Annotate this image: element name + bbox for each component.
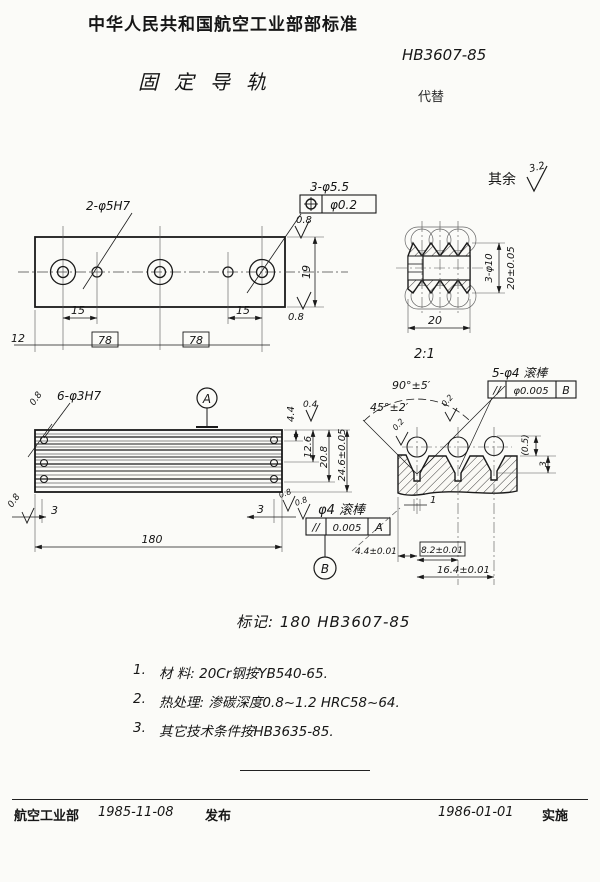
standard-code: HB3607-85 bbox=[402, 46, 487, 64]
footer-line bbox=[12, 799, 588, 800]
other-surfaces-label: 其余 bbox=[488, 171, 516, 188]
dim-depth-246: 24.6±0.05 bbox=[337, 429, 348, 482]
dim-angle-90: 90°±5′ bbox=[392, 379, 431, 392]
dim-height-19: 19 bbox=[300, 265, 313, 279]
roughness-rail-br2: 0.8 bbox=[294, 495, 309, 508]
dim-edge-12: 12 bbox=[11, 332, 25, 345]
groove-detail-view bbox=[362, 380, 577, 585]
roughness-top: 0.8 bbox=[296, 215, 312, 226]
rail-side-view bbox=[12, 387, 401, 580]
note-1-number: 1. bbox=[133, 662, 146, 678]
other-surfaces-roughness: 3.2 bbox=[528, 160, 546, 175]
dim-44-001: 4.4±0.01 bbox=[355, 547, 397, 557]
parallelism-frame-b bbox=[487, 380, 577, 399]
fcf-b-datum: B bbox=[562, 384, 570, 397]
roughness-04: 0.4 bbox=[303, 400, 318, 410]
note-2-text: 热处理: 渗碳深度0.8~1.2 HRC58~64. bbox=[159, 695, 400, 711]
roughness-rail-br1: 0.8 bbox=[278, 487, 293, 500]
dim-end-left-3: 3 bbox=[51, 504, 58, 517]
note-3-number: 3. bbox=[133, 720, 146, 736]
dim-pitch-right: 15 bbox=[236, 304, 250, 317]
roughness-02-right: 0.2 bbox=[440, 393, 455, 408]
separator-line bbox=[240, 770, 370, 771]
note-3: 3. 其它技术条件按HB3635-85. bbox=[133, 720, 400, 740]
dim-depth-44: 4.4 bbox=[286, 406, 297, 422]
fcf-b-tolerance: φ0.005 bbox=[513, 386, 548, 397]
parallelism-frame-a bbox=[305, 517, 391, 536]
footer-org: 航空工业部 bbox=[14, 809, 80, 824]
callout-rail-holes: 6-φ3H7 bbox=[57, 389, 102, 403]
footer-release-label: 发布 bbox=[205, 809, 232, 824]
roughness-rail-top-left: 0.8 bbox=[28, 390, 45, 408]
fcf-b-symbol: // bbox=[492, 384, 502, 397]
note-1: 1. 材 料: 20Cr钢按YB540-65. bbox=[133, 662, 400, 682]
roller-note-a: φ4 滚棒 bbox=[318, 503, 367, 518]
roughness-rail-bottom-left: 0.8 bbox=[6, 492, 23, 510]
note-1-text: 材 料: 20Cr钢按YB540-65. bbox=[159, 666, 328, 682]
dim-depth-3: 3 bbox=[539, 461, 549, 467]
position-tolerance-frame bbox=[299, 194, 377, 214]
note-2: 2. 热处理: 渗碳深度0.8~1.2 HRC58~64. bbox=[133, 691, 400, 711]
dim-gap-05: (0.5) bbox=[521, 434, 531, 455]
datum-b-letter: B bbox=[321, 562, 329, 576]
marking-designation: 标记: 180 HB3607-85 bbox=[236, 613, 411, 631]
note-2-number: 2. bbox=[133, 691, 146, 707]
standard-org-title: 中华人民共和国航空工业部部标准 bbox=[88, 15, 358, 35]
dim-164-001: 16.4±0.01 bbox=[437, 565, 490, 576]
dim-82-001: 8.2±0.01 bbox=[421, 546, 463, 556]
dim-span-78-1: 78 bbox=[98, 334, 112, 347]
dim-slot-1: 1 bbox=[430, 495, 436, 506]
groove-lines bbox=[35, 433, 282, 488]
roughness-bottom: 0.8 bbox=[288, 312, 304, 323]
scale-label: 2:1 bbox=[414, 347, 435, 362]
footer-release-date: 1985-11-08 bbox=[98, 805, 174, 820]
end-holes bbox=[39, 435, 279, 484]
datum-a-letter: A bbox=[202, 392, 211, 406]
dim-span-78-2: 78 bbox=[189, 334, 203, 347]
part-title: 固定导轨 bbox=[138, 70, 282, 94]
replaces-label: 代替 bbox=[418, 90, 445, 105]
fcf-a-symbol: // bbox=[311, 521, 321, 534]
footer-implement-label: 实施 bbox=[542, 809, 569, 824]
dim-section-width: 20 bbox=[428, 314, 442, 327]
roughness-check-icon bbox=[526, 165, 548, 193]
dim-depth-126: 12.6 bbox=[303, 436, 314, 458]
note-3-text: 其它技术条件按HB3635-85. bbox=[159, 724, 334, 740]
technical-notes: 1. 材 料: 20Cr钢按YB540-65. 2. 热处理: 渗碳深度0.8~… bbox=[133, 662, 400, 749]
dim-length-180: 180 bbox=[142, 533, 163, 546]
roller-note-b: 5-φ4 滚棒 bbox=[492, 366, 549, 380]
datum-a-symbol bbox=[196, 387, 218, 428]
fcf-a-datum: A bbox=[374, 521, 383, 534]
rail-section-view bbox=[396, 221, 505, 333]
dim-angle-45: 45°±2′ bbox=[370, 401, 409, 414]
datum-b-symbol bbox=[313, 535, 337, 580]
footer-implement-date: 1986-01-01 bbox=[438, 805, 514, 820]
detail-body bbox=[397, 454, 518, 496]
counterbored-holes bbox=[49, 258, 276, 286]
dim-section-height: 20±0.05 bbox=[506, 246, 517, 289]
general-roughness bbox=[526, 165, 548, 193]
callout-position-holes: 3-φ5.5 bbox=[310, 180, 349, 194]
dim-depth-208: 20.8 bbox=[319, 446, 330, 468]
dim-end-right-3: 3 bbox=[257, 503, 264, 516]
position-tolerance-value: φ0.2 bbox=[330, 198, 357, 212]
callout-reamed-holes: 2-φ5H7 bbox=[86, 199, 131, 213]
dim-pitch-left: 15 bbox=[71, 304, 85, 317]
dim-section-holes: 3-φ10 bbox=[484, 253, 495, 282]
roughness-02-left: 0.2 bbox=[391, 417, 406, 432]
plate-top-view bbox=[14, 194, 377, 352]
fcf-a-tolerance: 0.005 bbox=[333, 523, 362, 534]
